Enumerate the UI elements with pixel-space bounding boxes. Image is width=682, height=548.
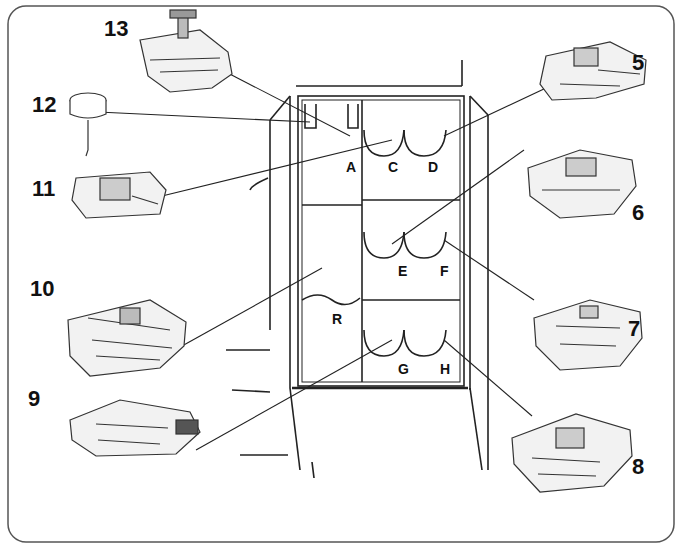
- compartment-letter: C: [388, 160, 398, 174]
- callout-number: 5: [632, 52, 644, 74]
- callout-number: 13: [104, 18, 128, 40]
- callout-number: 12: [32, 94, 56, 116]
- compartment-letter: E: [398, 264, 407, 278]
- storage-box: [226, 60, 488, 478]
- compartment-letter: F: [440, 264, 449, 278]
- callout-number: 8: [632, 456, 644, 478]
- compartment-letter: D: [428, 160, 438, 174]
- callout-number: 9: [28, 388, 40, 410]
- callout-number: 6: [632, 202, 644, 224]
- presser-feet: [68, 10, 646, 492]
- callout-number: 11: [32, 178, 55, 200]
- callout-number: 10: [30, 278, 54, 300]
- compartment-letter: H: [440, 362, 450, 376]
- frame-border: [8, 6, 674, 542]
- compartment-letter: R: [332, 312, 342, 326]
- compartment-letter: G: [398, 362, 409, 376]
- compartment-letter: A: [346, 160, 356, 174]
- leader-lines: [98, 70, 546, 450]
- callout-number: 7: [628, 318, 640, 340]
